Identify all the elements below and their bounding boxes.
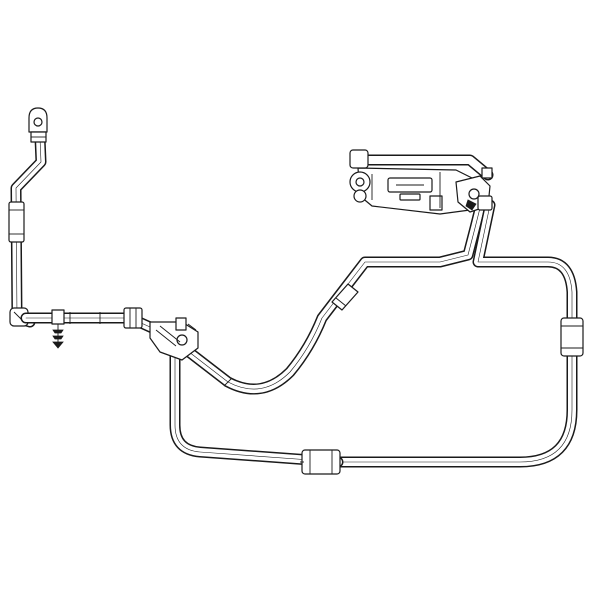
bottom-coupler [300, 449, 341, 475]
valve-block-icon [349, 149, 494, 215]
right-loop-sleeve [560, 317, 584, 357]
hose-end-fitting-icon [28, 107, 48, 143]
upper-route-hose [174, 194, 488, 395]
horizontal-feed-line [20, 312, 176, 342]
horizontal-line-sleeve [123, 307, 143, 329]
lower-loop-hose [169, 346, 344, 468]
mounting-bracket-icon [149, 317, 199, 361]
diagonal-hose-sleeve [331, 283, 359, 311]
right-loop-hose [332, 199, 578, 468]
push-pin-clip-icon [51, 309, 65, 349]
left-hose-sleeve [8, 201, 25, 243]
